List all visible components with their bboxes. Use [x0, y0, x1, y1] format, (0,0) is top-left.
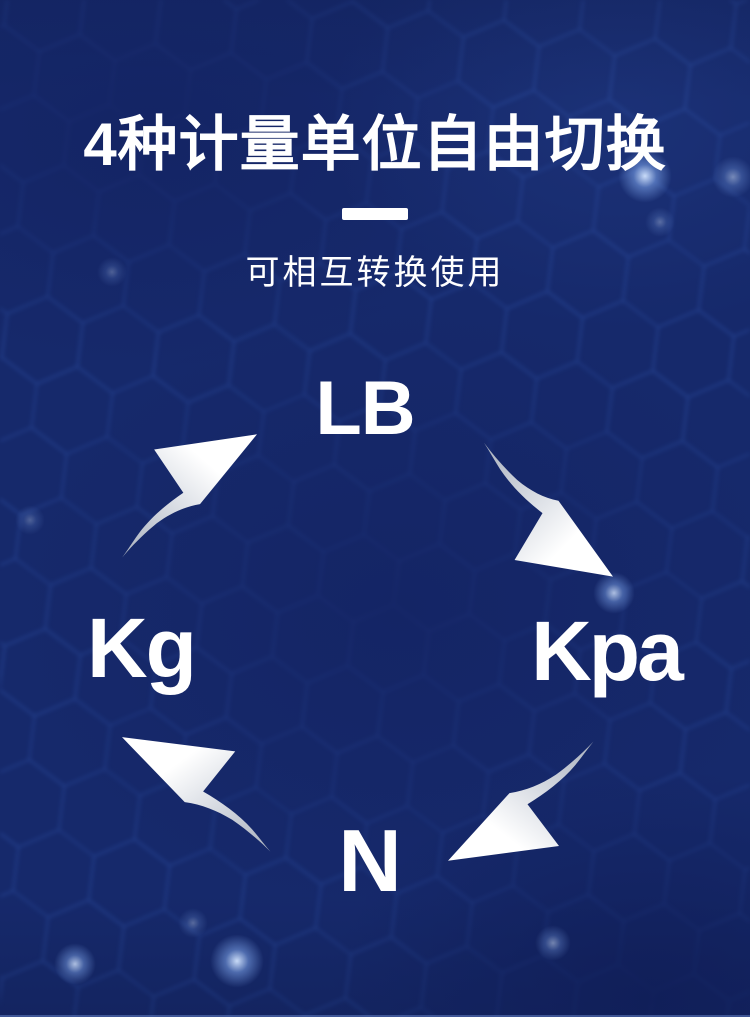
page-subtitle: 可相互转换使用: [245, 254, 505, 292]
page-title: 4种计量单位自由切换: [83, 111, 667, 178]
arrow-kpa-to-n-icon: [448, 741, 594, 861]
unit-label-kg: Kg: [87, 601, 197, 695]
arrow-lb-to-kpa-icon: [483, 442, 613, 577]
unit-label-n: N: [338, 811, 402, 910]
arrow-kg-to-lb-icon: [122, 434, 257, 558]
bottom-edge-highlight: [0, 1015, 750, 1017]
unit-label-kpa: Kpa: [531, 604, 684, 698]
title-divider: [342, 208, 408, 220]
arrow-n-to-kg-icon: [122, 737, 271, 852]
unit-label-lb: LB: [315, 366, 415, 451]
